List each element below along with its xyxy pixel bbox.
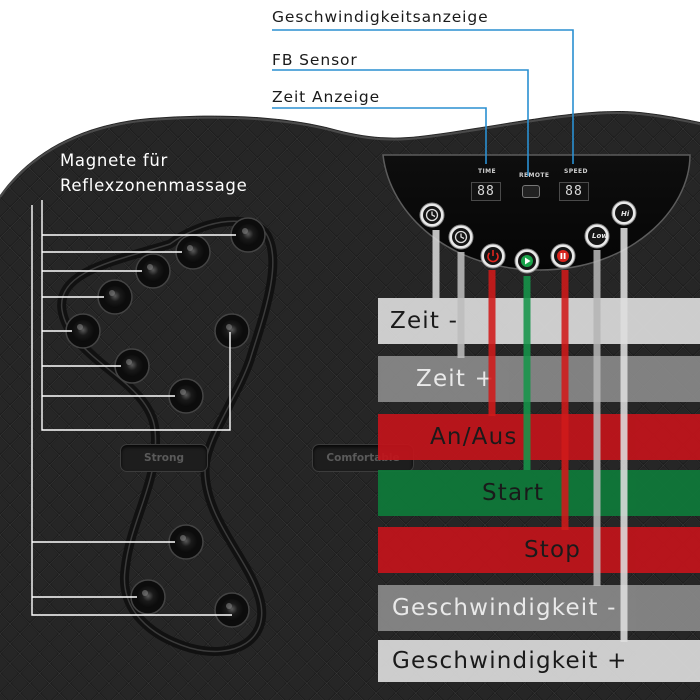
remote-caption: REMOTE	[519, 172, 550, 179]
time-caption: TIME	[478, 168, 496, 175]
plate-strong: Strong	[120, 444, 208, 472]
time-plus-button	[448, 224, 474, 250]
band-label: Stop	[524, 537, 582, 563]
magnet-leader-frame-lower	[31, 205, 232, 616]
time-minus-button	[419, 202, 445, 228]
band-zeit-plus: Zeit +	[378, 356, 700, 402]
magnet-10	[130, 579, 166, 615]
hi-button-caption: Hi	[621, 210, 630, 218]
magnet-4	[97, 279, 133, 315]
band-label: Geschwindigkeit -	[392, 595, 617, 621]
band-start: Start	[378, 470, 700, 516]
pause-icon	[557, 250, 569, 262]
start-button	[514, 248, 540, 274]
magnet-11	[214, 592, 250, 628]
remote-sensor-window	[522, 185, 540, 198]
band-geschwindigkeit-plus: Geschwindigkeit +	[378, 640, 700, 682]
callout-time-display: Zeit Anzeige	[272, 88, 381, 106]
magnet-leader-frame-upper	[41, 200, 231, 431]
band-geschwindigkeit-minus: Geschwindigkeit -	[378, 585, 700, 631]
magnets-label-line2: Reflexzonenmassage	[60, 176, 248, 195]
magnet-5	[65, 313, 101, 349]
speed-caption: SPEED	[564, 168, 588, 175]
speed-low-button	[584, 223, 610, 249]
speed-hi-button	[611, 200, 637, 226]
time-display-leader	[272, 107, 487, 164]
magnet-2	[175, 234, 211, 270]
band-zeit-minus: Zeit -	[378, 298, 700, 344]
band-label: An/Aus	[430, 424, 518, 450]
band-label: Start	[482, 480, 545, 506]
play-icon	[521, 255, 533, 267]
remote-sensor-leader	[272, 69, 529, 176]
power-icon	[487, 250, 499, 263]
power-button	[480, 243, 506, 269]
speed-display-leader	[272, 29, 574, 164]
magnets-label-line1: Magnete für	[60, 151, 169, 170]
band-label: Zeit +	[416, 366, 496, 392]
band-stop: Stop	[378, 527, 700, 573]
speed-readout: 88	[559, 182, 589, 201]
clock-icon	[454, 230, 468, 244]
magnet-7	[168, 378, 204, 414]
magnet-8	[214, 313, 250, 349]
magnet-1	[230, 217, 266, 253]
clock-icon	[425, 208, 439, 222]
time-readout: 88	[471, 182, 501, 201]
band-label: Geschwindigkeit +	[392, 648, 628, 674]
low-button-caption: Low	[592, 232, 608, 240]
stop-button	[550, 243, 576, 269]
magnet-9	[168, 524, 204, 560]
callout-speed-display: Geschwindigkeitsanzeige	[272, 8, 489, 26]
band-an-aus: An/Aus	[378, 414, 700, 460]
callout-remote-sensor: FB Sensor	[272, 51, 358, 69]
band-label: Zeit -	[390, 308, 459, 334]
